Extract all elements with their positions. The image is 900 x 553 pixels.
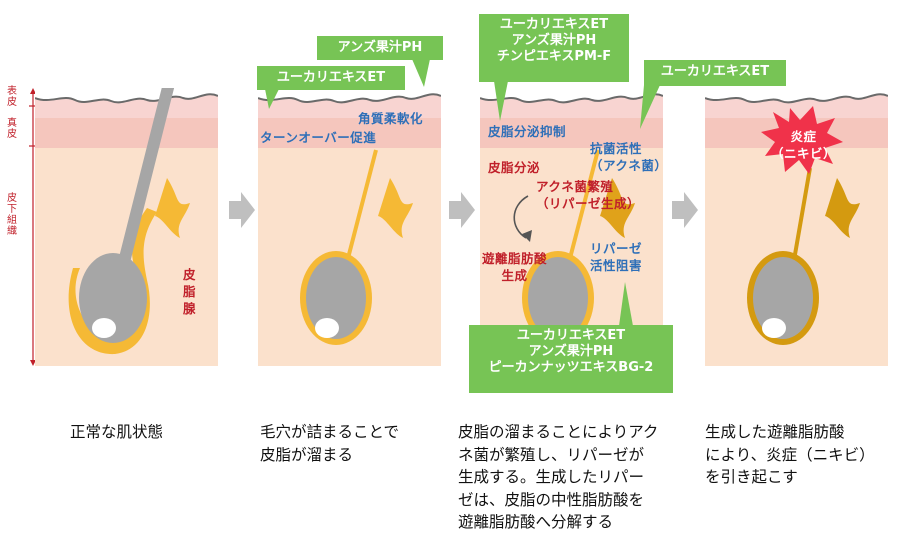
panel-acne-growth: 皮脂分泌抑制 抗菌活性 （アクネ菌） 皮脂分泌 アクネ菌繁殖 （リパーゼ生成） …: [480, 88, 663, 366]
axis-arrow: [29, 88, 37, 366]
skin-illustration-1: [35, 88, 218, 366]
dermis-label: 真 皮: [7, 118, 17, 140]
skin-illustration-4: [705, 88, 888, 366]
callout-apricot: アンズ果汁PH: [317, 36, 443, 60]
callout-eucalyptus-2: ユーカリエキスET: [644, 60, 786, 86]
skin-illustration-2: [258, 88, 441, 366]
callout-eucalyptus-1: ユーカリエキスET: [257, 66, 405, 90]
caption-3: 皮脂の溜まることによりアク ネ菌が繁殖し、リパーゼが 生成する。生成したリパー …: [458, 423, 659, 531]
turnover-label: ターンオーバー促進: [260, 130, 377, 145]
sebum-suppression-label: 皮脂分泌抑制: [488, 124, 567, 139]
acne-growth-label: アクネ菌繁殖 （リパーゼ生成）: [536, 179, 641, 211]
inflammation-burst: [761, 106, 843, 174]
sebaceous-gland-label: 皮 脂 腺: [183, 267, 197, 316]
keratin-softening-label: 角質柔軟化: [358, 111, 424, 126]
sebum-secretion-label: 皮脂分泌: [488, 160, 541, 175]
callout-eucalyptus-2-pointer: [640, 85, 660, 129]
next-arrow-3: [672, 192, 698, 228]
caption-4: 生成した遊離脂肪酸 により、炎症（ニキビ） を引き起こす: [705, 423, 875, 486]
next-arrow-2: [449, 192, 475, 228]
callout-pecan-extracts: ユーカリエキスET アンズ果汁PH ピーカンナッツエキスBG-2: [469, 325, 673, 393]
panel-inflammation: 炎症 （ニキビ）: [705, 88, 888, 366]
callout-apricot-pointer: [412, 59, 430, 87]
callout-eucalyptus-1-pointer: [265, 89, 279, 109]
subcutis-label: 皮 下 組 織: [7, 193, 17, 237]
caption-2: 毛穴が詰まることで 皮脂が溜まる: [260, 423, 400, 464]
caption-1: 正常な肌状態: [70, 423, 164, 441]
next-arrow-1: [229, 192, 255, 228]
lipase-inhibition-label: リパーゼ 活性阻害: [590, 241, 643, 273]
antibacterial-label: 抗菌活性 （アクネ菌）: [590, 141, 663, 173]
callout-three-extracts: ユーカリエキスET アンズ果汁PH チンピエキスPM-F: [479, 14, 629, 82]
free-fatty-acid-label: 遊離脂肪酸 生成: [482, 251, 548, 283]
callout-three-extracts-pointer: [494, 81, 508, 121]
skin-illustration-3: [480, 88, 663, 366]
epidermis-label: 表 皮: [7, 86, 17, 108]
inflammation-label: 炎症 （ニキビ）: [771, 129, 837, 161]
panel-normal-skin: 皮 脂 腺: [35, 88, 218, 366]
panel-clogged-pore: 角質柔軟化 ターンオーバー促進: [258, 88, 441, 366]
callout-bottom-pointer: [619, 282, 633, 326]
